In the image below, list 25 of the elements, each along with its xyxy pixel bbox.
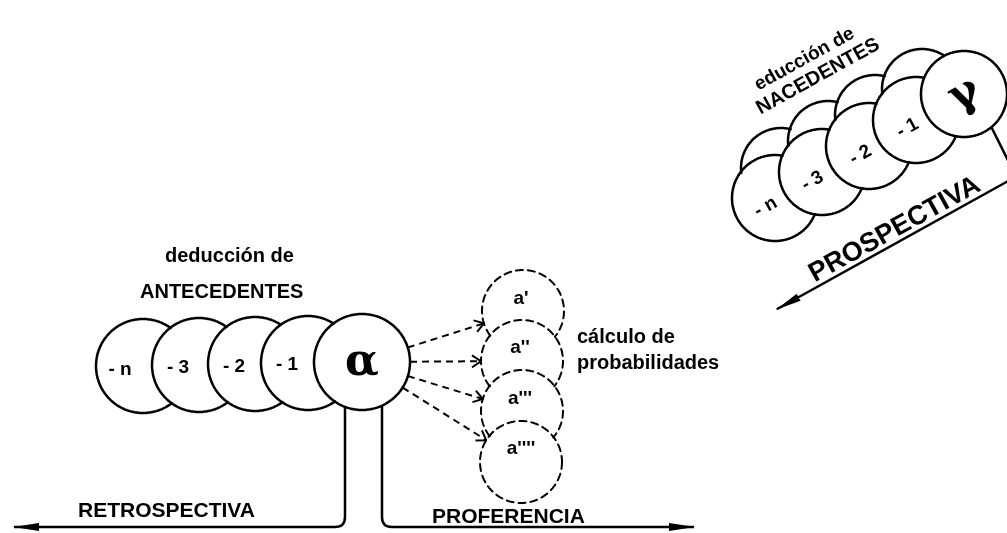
text-label: ANTECEDENTES bbox=[140, 279, 304, 304]
circle-label: a'' bbox=[510, 336, 530, 356]
dashed-arrow bbox=[401, 386, 488, 442]
circle-label: - 2 bbox=[845, 139, 875, 168]
text-label: cálculo de probabilidades bbox=[577, 324, 721, 375]
circle-label: - n bbox=[750, 191, 780, 220]
edge-label: RETROSPECTIVA bbox=[78, 497, 255, 523]
arrow bbox=[13, 406, 347, 531]
circle-label: a'''' bbox=[506, 437, 536, 457]
dashed-arrow bbox=[406, 375, 484, 404]
circle-label: - 2 bbox=[222, 355, 246, 375]
circle-label: - 1 bbox=[892, 113, 922, 142]
text-label: deducción de bbox=[165, 243, 294, 268]
greek-letter: α bbox=[345, 338, 379, 382]
circle-label: - 3 bbox=[166, 356, 190, 376]
circle-label: a''' bbox=[507, 387, 533, 407]
arrow bbox=[775, 126, 1007, 311]
edge-label: PROFERENCIA bbox=[432, 503, 585, 529]
dashed-arrow bbox=[409, 354, 482, 369]
circle-label: - n bbox=[108, 358, 132, 378]
circle-label: - 1 bbox=[275, 353, 299, 373]
greek-letter: γ bbox=[939, 65, 987, 119]
circle-label: a' bbox=[513, 287, 529, 307]
arrow bbox=[380, 405, 695, 531]
dashed-arrow bbox=[406, 319, 485, 349]
